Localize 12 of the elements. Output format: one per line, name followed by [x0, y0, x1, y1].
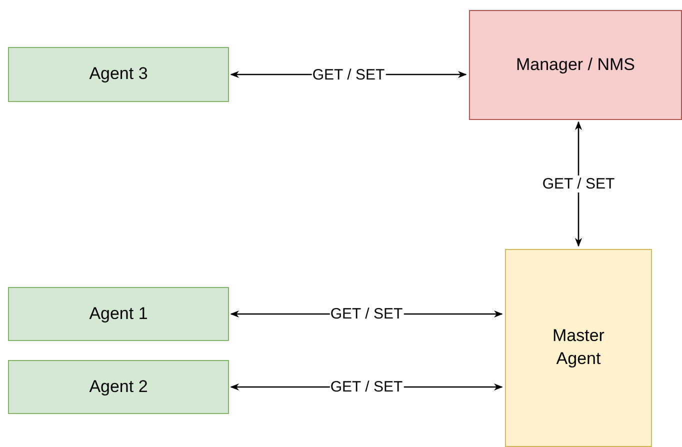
node-label: Agent 3 — [89, 63, 148, 86]
edge-label: GET / SET — [311, 66, 386, 83]
agent-box — [8, 287, 229, 341]
edge-label: GET / SET — [541, 176, 616, 192]
node-label: Agent 2 — [89, 376, 148, 398]
master-agent-box — [505, 249, 652, 447]
node-label: Manager / NMS — [516, 54, 636, 76]
agent-box — [8, 360, 229, 414]
node-label: Agent 1 — [89, 302, 148, 325]
manager-box — [469, 10, 682, 120]
agent-box — [8, 47, 229, 102]
node-label: Master Agent — [552, 325, 606, 370]
